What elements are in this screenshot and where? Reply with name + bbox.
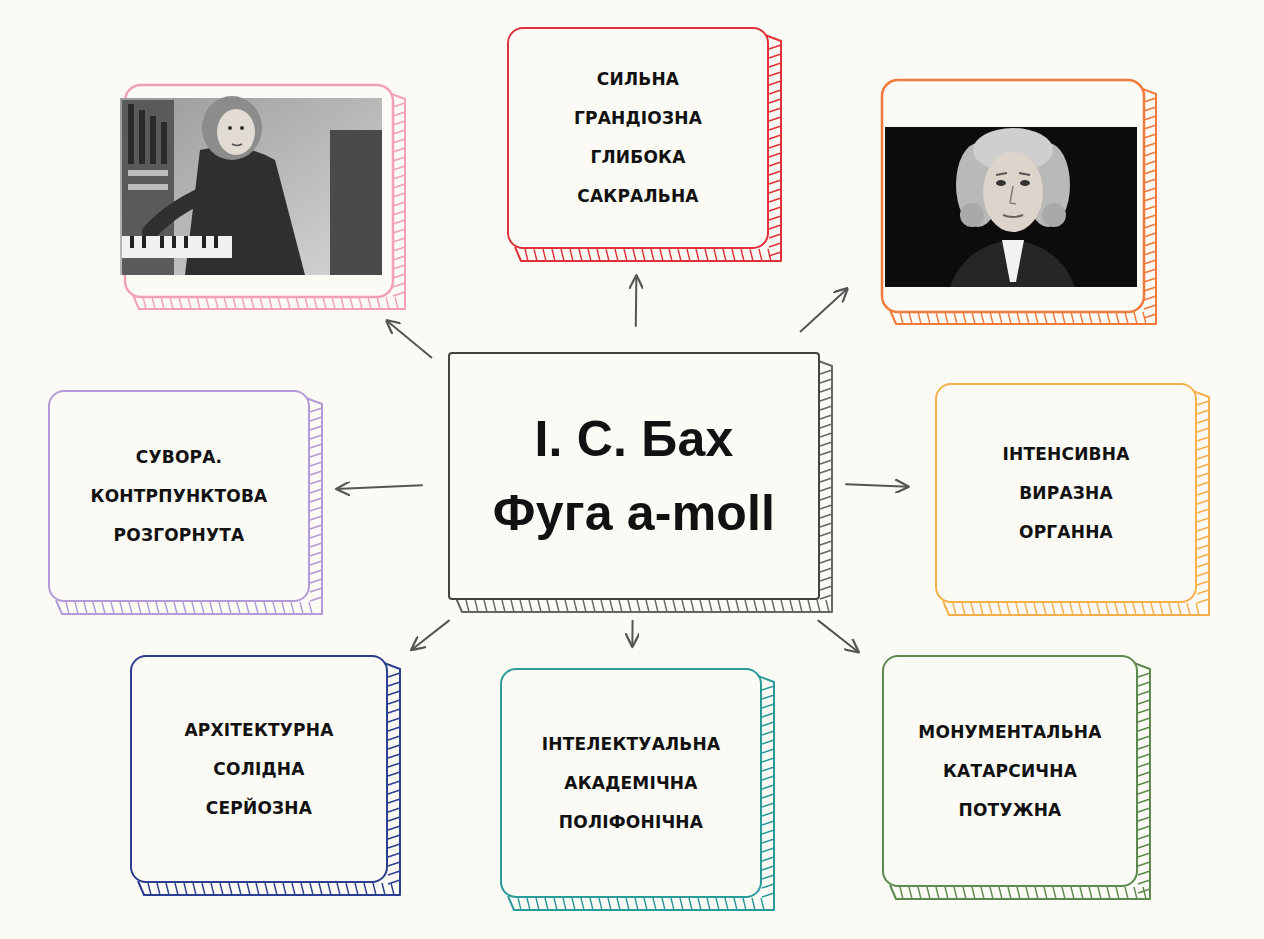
arrow-connector	[635, 275, 638, 326]
feature-box: СУВОРА. КОНТРПУНКТОВА РОЗГОРНУТА	[48, 390, 310, 602]
box-text: СУВОРА. КОНТРПУНКТОВА РОЗГОРНУТА	[91, 438, 268, 555]
arrow-connector	[846, 484, 909, 486]
feature-box: МОНУМЕНТАЛЬНА КАТАРСИЧНА ПОТУЖНА	[882, 655, 1138, 887]
arrow-connector	[336, 485, 422, 489]
box-text: АРХІТЕКТУРНА СОЛІДНА СЕРЙОЗНА	[184, 711, 333, 828]
feature-box: ІНТЕНСИВНА ВИРАЗНА ОРГАННА	[935, 383, 1197, 603]
arrow-connector	[631, 621, 633, 647]
central-box: І. С. БахФуга a-moll	[448, 352, 820, 600]
organist-portrait	[120, 96, 382, 275]
feature-box: СИЛЬНА ГРАНДІОЗНА ГЛИБОКА САКРАЛЬНА	[507, 27, 769, 249]
photo-frame	[882, 80, 1144, 312]
photo-arrow	[800, 288, 848, 332]
box-text: СИЛЬНА ГРАНДІОЗНА ГЛИБОКА САКРАЛЬНА	[574, 60, 702, 216]
composer-portrait	[885, 127, 1137, 287]
box-text: ІНТЕЛЕКТУАЛЬНА АКАДЕМІЧНА ПОЛІФОНІЧНА	[542, 725, 721, 842]
box-text: МОНУМЕНТАЛЬНА КАТАРСИЧНА ПОТУЖНА	[918, 713, 1101, 830]
photo-arrow	[386, 320, 432, 358]
box-text: Фуга a-moll	[493, 476, 775, 550]
arrow-connector	[411, 621, 449, 651]
feature-box: ІНТЕЛЕКТУАЛЬНА АКАДЕМІЧНА ПОЛІФОНІЧНА	[500, 668, 762, 898]
box-text: І. С. Бах	[535, 402, 734, 476]
arrow-connector	[818, 621, 859, 653]
box-text: ІНТЕНСИВНА ВИРАЗНА ОРГАННА	[1002, 435, 1129, 552]
feature-box: АРХІТЕКТУРНА СОЛІДНА СЕРЙОЗНА	[130, 655, 388, 883]
